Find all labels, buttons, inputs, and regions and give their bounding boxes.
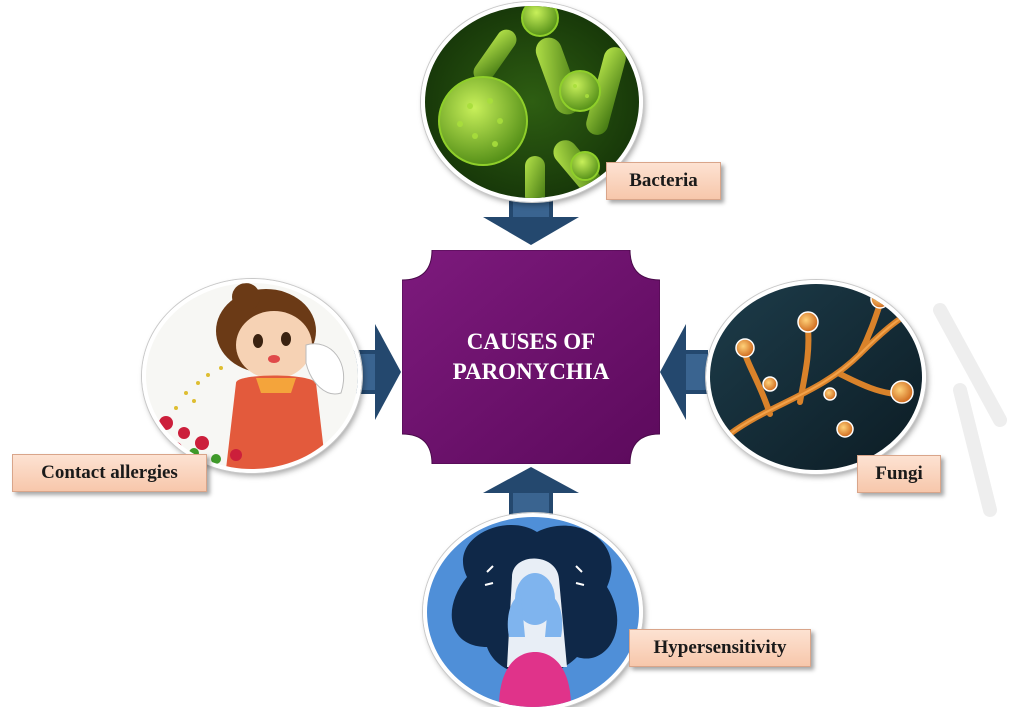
center-box: CAUSES OF PARONYCHIA [402,250,660,464]
cause-label-bacteria: Bacteria [606,162,721,200]
arrow-up-from-hypersensitivity [483,467,579,515]
cause-label-contact-allergies: Contact allergies [12,454,207,492]
fungi-image [706,280,926,474]
watermark-stroke [930,300,1010,525]
arrow-down-from-bacteria [483,197,579,245]
cause-label-fungi: Fungi [857,455,941,493]
arrow-left-from-fungi [660,324,708,420]
hypersensitivity-image [423,513,643,707]
center-title: CAUSES OF PARONYCHIA [402,250,660,464]
cause-label-hypersensitivity: Hypersensitivity [629,629,811,667]
contact-allergies-image [142,279,362,473]
